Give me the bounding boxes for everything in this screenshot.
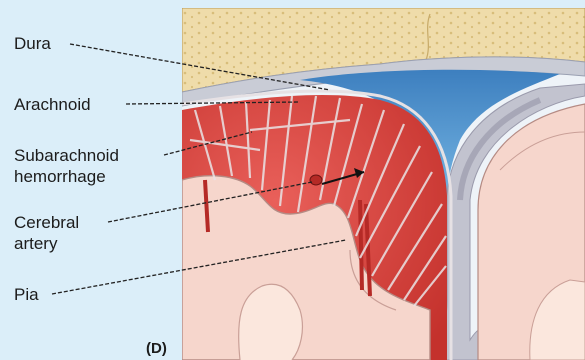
label-cerebral-line1: Cerebral [14, 212, 79, 233]
label-subarachnoid-line2: hemorrhage [14, 166, 119, 187]
label-subarachnoid-line1: Subarachnoid [14, 145, 119, 166]
anatomy-panel [182, 8, 585, 360]
label-cerebral-artery: Cerebral artery [14, 212, 79, 254]
label-dura: Dura [14, 33, 51, 54]
label-subarachnoid: Subarachnoid hemorrhage [14, 145, 119, 187]
label-arachnoid: Arachnoid [14, 94, 91, 115]
figure-tag: (D) [146, 340, 167, 357]
label-pia: Pia [14, 284, 39, 305]
label-cerebral-line2: artery [14, 233, 79, 254]
